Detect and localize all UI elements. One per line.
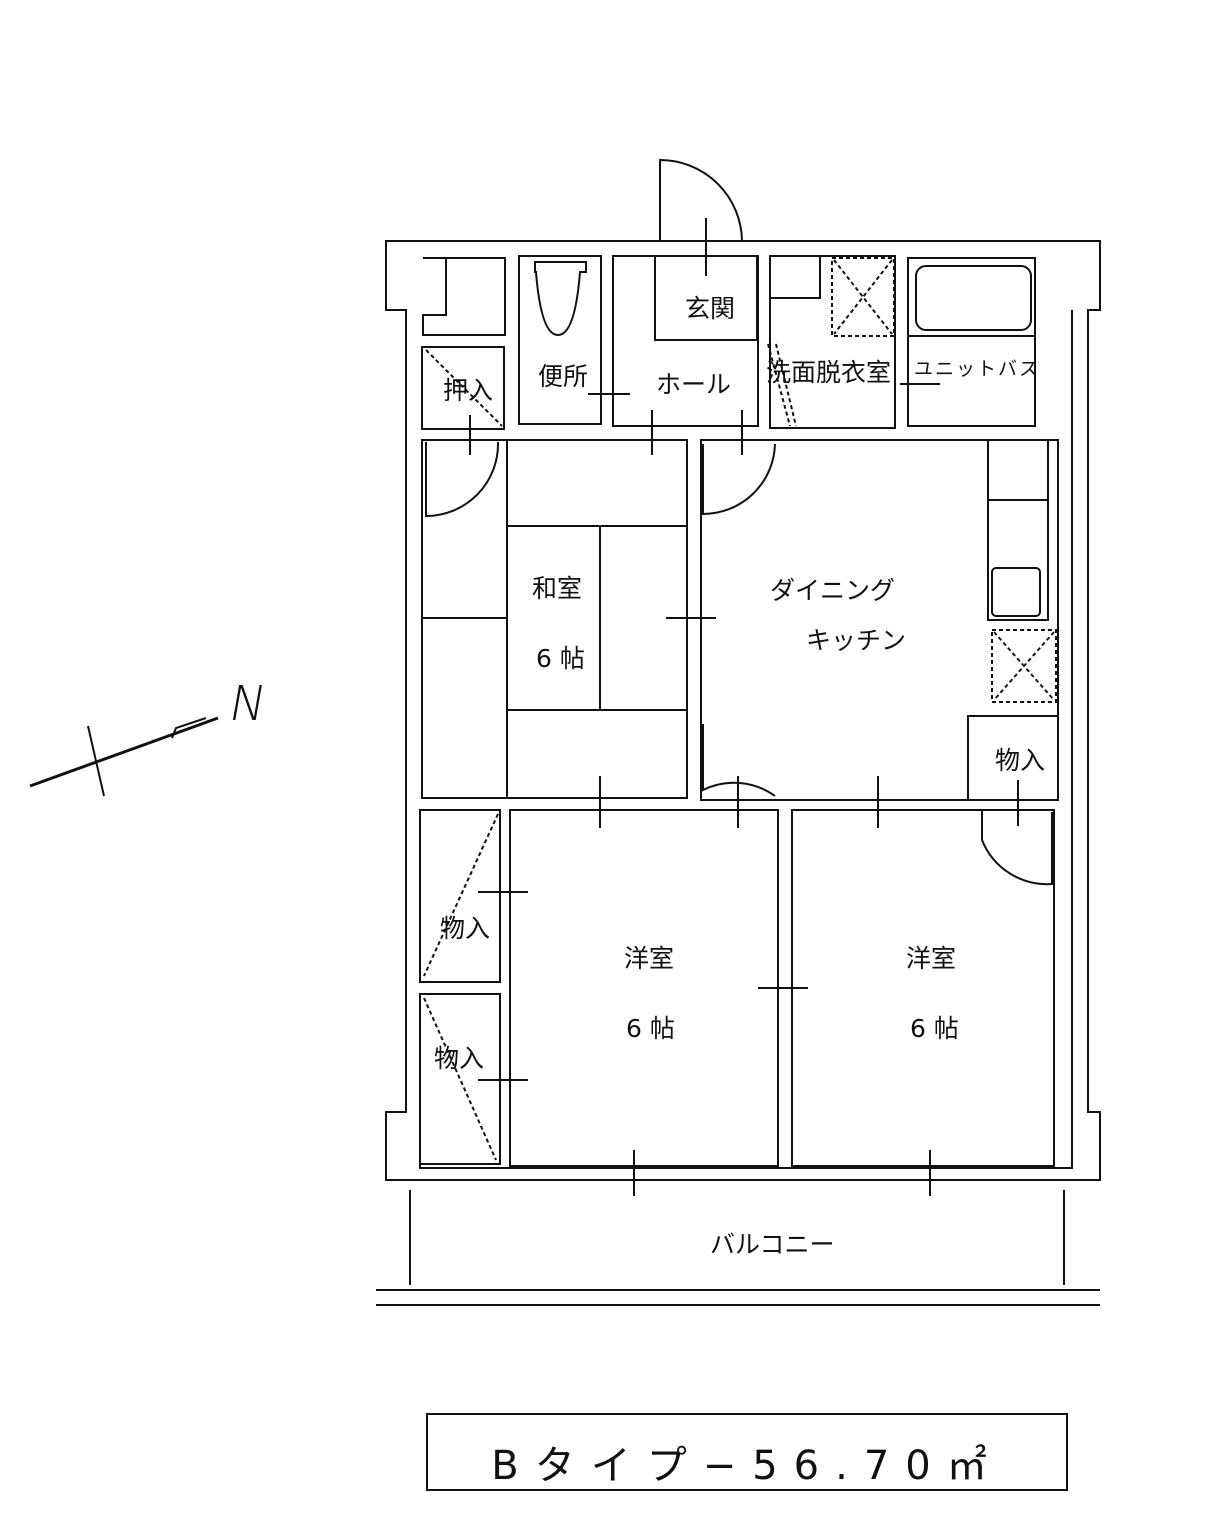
bathtub-icon	[915, 265, 1032, 331]
room-label-toilet: 便所	[538, 362, 589, 391]
room-size-washitsu: 6 帖	[536, 644, 585, 673]
sink-icon	[991, 567, 1041, 617]
room-label-storage-kitchen: 物入	[995, 746, 1046, 775]
room-size-youshitsu-right: 6 帖	[910, 1014, 959, 1043]
unit-bath-box	[907, 257, 1036, 427]
room-label-kitchen: キッチン	[806, 626, 907, 655]
room-size-youshitsu-left: 6 帖	[626, 1014, 675, 1043]
room-label-balcony: バルコニー	[710, 1230, 835, 1259]
room-label-youshitsu-right: 洋室	[906, 944, 957, 973]
dining-area	[700, 439, 1059, 801]
room-label-storage-left-1: 物入	[440, 914, 491, 943]
storage-top-left	[422, 257, 506, 336]
north-arrow-icon	[29, 716, 219, 788]
room-label-youshitsu-left: 洋室	[624, 944, 675, 973]
youshitsu-right-area	[791, 809, 1055, 1167]
toilet-box	[518, 255, 602, 425]
room-label-dining: ダイニング	[770, 576, 896, 605]
room-label-washitsu: 和室	[532, 574, 583, 603]
toilet-icon	[534, 261, 587, 337]
room-label-oshiire: 押入	[443, 376, 494, 405]
room-label-washroom: 洗面脱衣室	[766, 358, 892, 387]
outer-wall	[385, 240, 1101, 1181]
room-label-storage-left-2: 物入	[434, 1044, 485, 1073]
room-label-unit-bath: ユニットバス	[914, 358, 1041, 380]
room-label-hall: ホール	[656, 370, 732, 399]
entrance-door	[659, 158, 743, 242]
type-label-box: Bタイプ−56.70㎡	[426, 1413, 1068, 1491]
youshitsu-left-area	[509, 809, 779, 1167]
oshiire-box	[421, 346, 505, 430]
room-label-entrance: 玄関	[685, 294, 736, 323]
type-label: Bタイプ−56.70㎡	[491, 1443, 1003, 1489]
storage-kitchen-box	[967, 715, 1059, 801]
